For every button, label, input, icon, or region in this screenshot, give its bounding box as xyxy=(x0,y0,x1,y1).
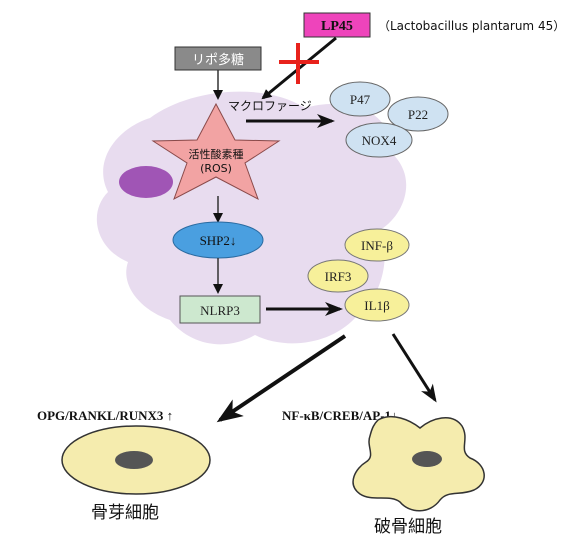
ros-label-line2: (ROS) xyxy=(200,162,232,175)
p47-label: P47 xyxy=(350,92,371,107)
ros-label-line1: 活性酸素種 xyxy=(189,147,244,161)
to-osteoclast-arrow xyxy=(391,333,437,403)
osteoclast-markers: NF-κB/CREB/AP-1↓ xyxy=(282,408,398,423)
lp45-box xyxy=(303,12,371,38)
il1b-label: IL1β xyxy=(364,298,390,313)
osteoclast-nucleus xyxy=(412,451,442,467)
nox4-oval xyxy=(345,122,413,158)
to-osteoblast-arrow xyxy=(216,334,347,423)
osteoblast-label: 骨芽細胞 xyxy=(91,503,159,523)
lipopolysaccharide-label: リポ多糖 xyxy=(192,52,244,68)
lp45-label: LP45 xyxy=(321,19,353,34)
p22-oval xyxy=(387,96,449,132)
inf-beta-oval xyxy=(344,228,410,262)
osteoblast-markers: OPG/RANKL/RUNX3 ↑ xyxy=(37,408,173,423)
nox4-label: NOX4 xyxy=(362,133,397,148)
p47-oval xyxy=(329,81,391,117)
inf-beta-label: INF-β xyxy=(361,238,393,253)
lp45-species-note: （Lactobacillus plantarum 45） xyxy=(378,19,565,33)
il1b-oval xyxy=(344,288,410,322)
irf3-oval xyxy=(307,259,369,293)
p22-label: P22 xyxy=(408,107,428,122)
inhibition-cross-icon xyxy=(279,43,319,84)
macrophage-nucleus xyxy=(119,166,173,198)
macrophage-label: マクロファージ xyxy=(228,99,312,113)
osteoclast-label: 破骨細胞 xyxy=(374,517,442,537)
nlrp3-box xyxy=(179,295,261,324)
irf3-label: IRF3 xyxy=(325,269,352,284)
osteoblast-nucleus xyxy=(115,451,153,469)
nlrp3-label: NLRP3 xyxy=(200,303,240,318)
ros-star xyxy=(151,102,281,201)
shp2-label: SHP2↓ xyxy=(200,233,237,248)
